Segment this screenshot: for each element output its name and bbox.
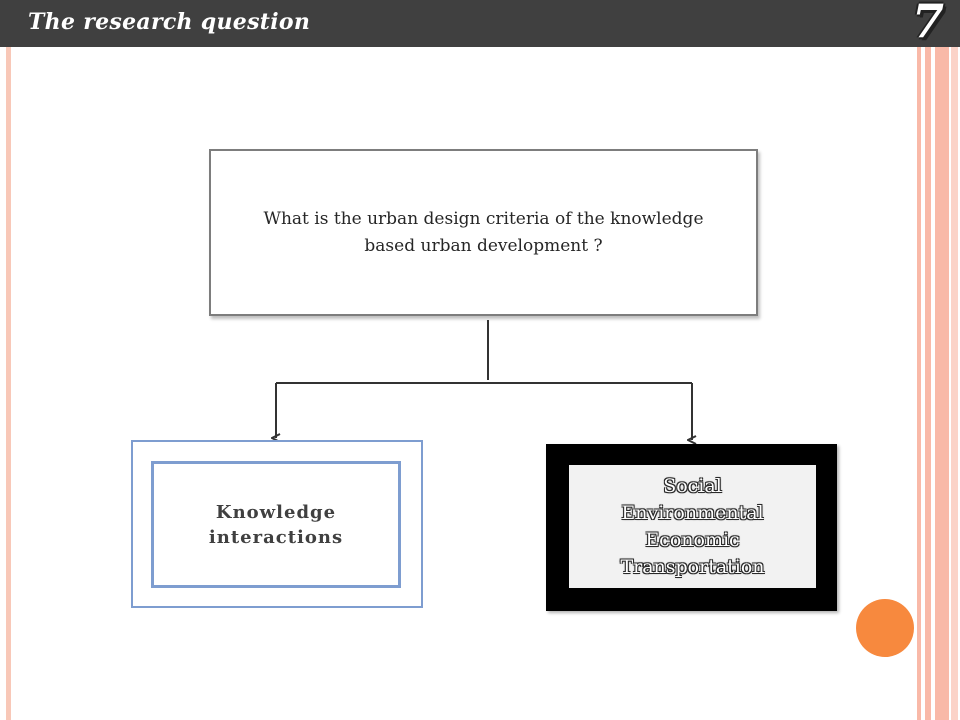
title-bar: The research question 7 xyxy=(0,0,960,48)
criteria-social: Social xyxy=(663,474,722,497)
left-decorative-stripe xyxy=(6,47,11,720)
criteria-transportation: Transportation xyxy=(620,555,765,578)
knowledge-node-line-2: interactions xyxy=(208,526,344,548)
right-decorative-stripe-1 xyxy=(917,47,921,720)
right-decorative-stripe-2 xyxy=(925,47,931,720)
right-decorative-stripe-3 xyxy=(935,47,949,720)
right-decorative-stripe-4 xyxy=(951,47,958,720)
slide-number: 7 xyxy=(911,0,944,48)
criteria-environmental: Environmental xyxy=(621,501,764,524)
knowledge-node: Knowledge interactions xyxy=(151,461,401,588)
criteria-node: Social Environmental Economic Transporta… xyxy=(569,465,816,588)
question-text: What is the urban design criteria of the… xyxy=(263,208,704,256)
orange-circle-decoration xyxy=(856,599,914,657)
question-node: What is the urban design criteria of the… xyxy=(209,149,758,316)
knowledge-node-line-1: Knowledge xyxy=(215,501,337,523)
slide-title: The research question xyxy=(28,9,311,35)
criteria-economic: Economic xyxy=(645,528,740,551)
